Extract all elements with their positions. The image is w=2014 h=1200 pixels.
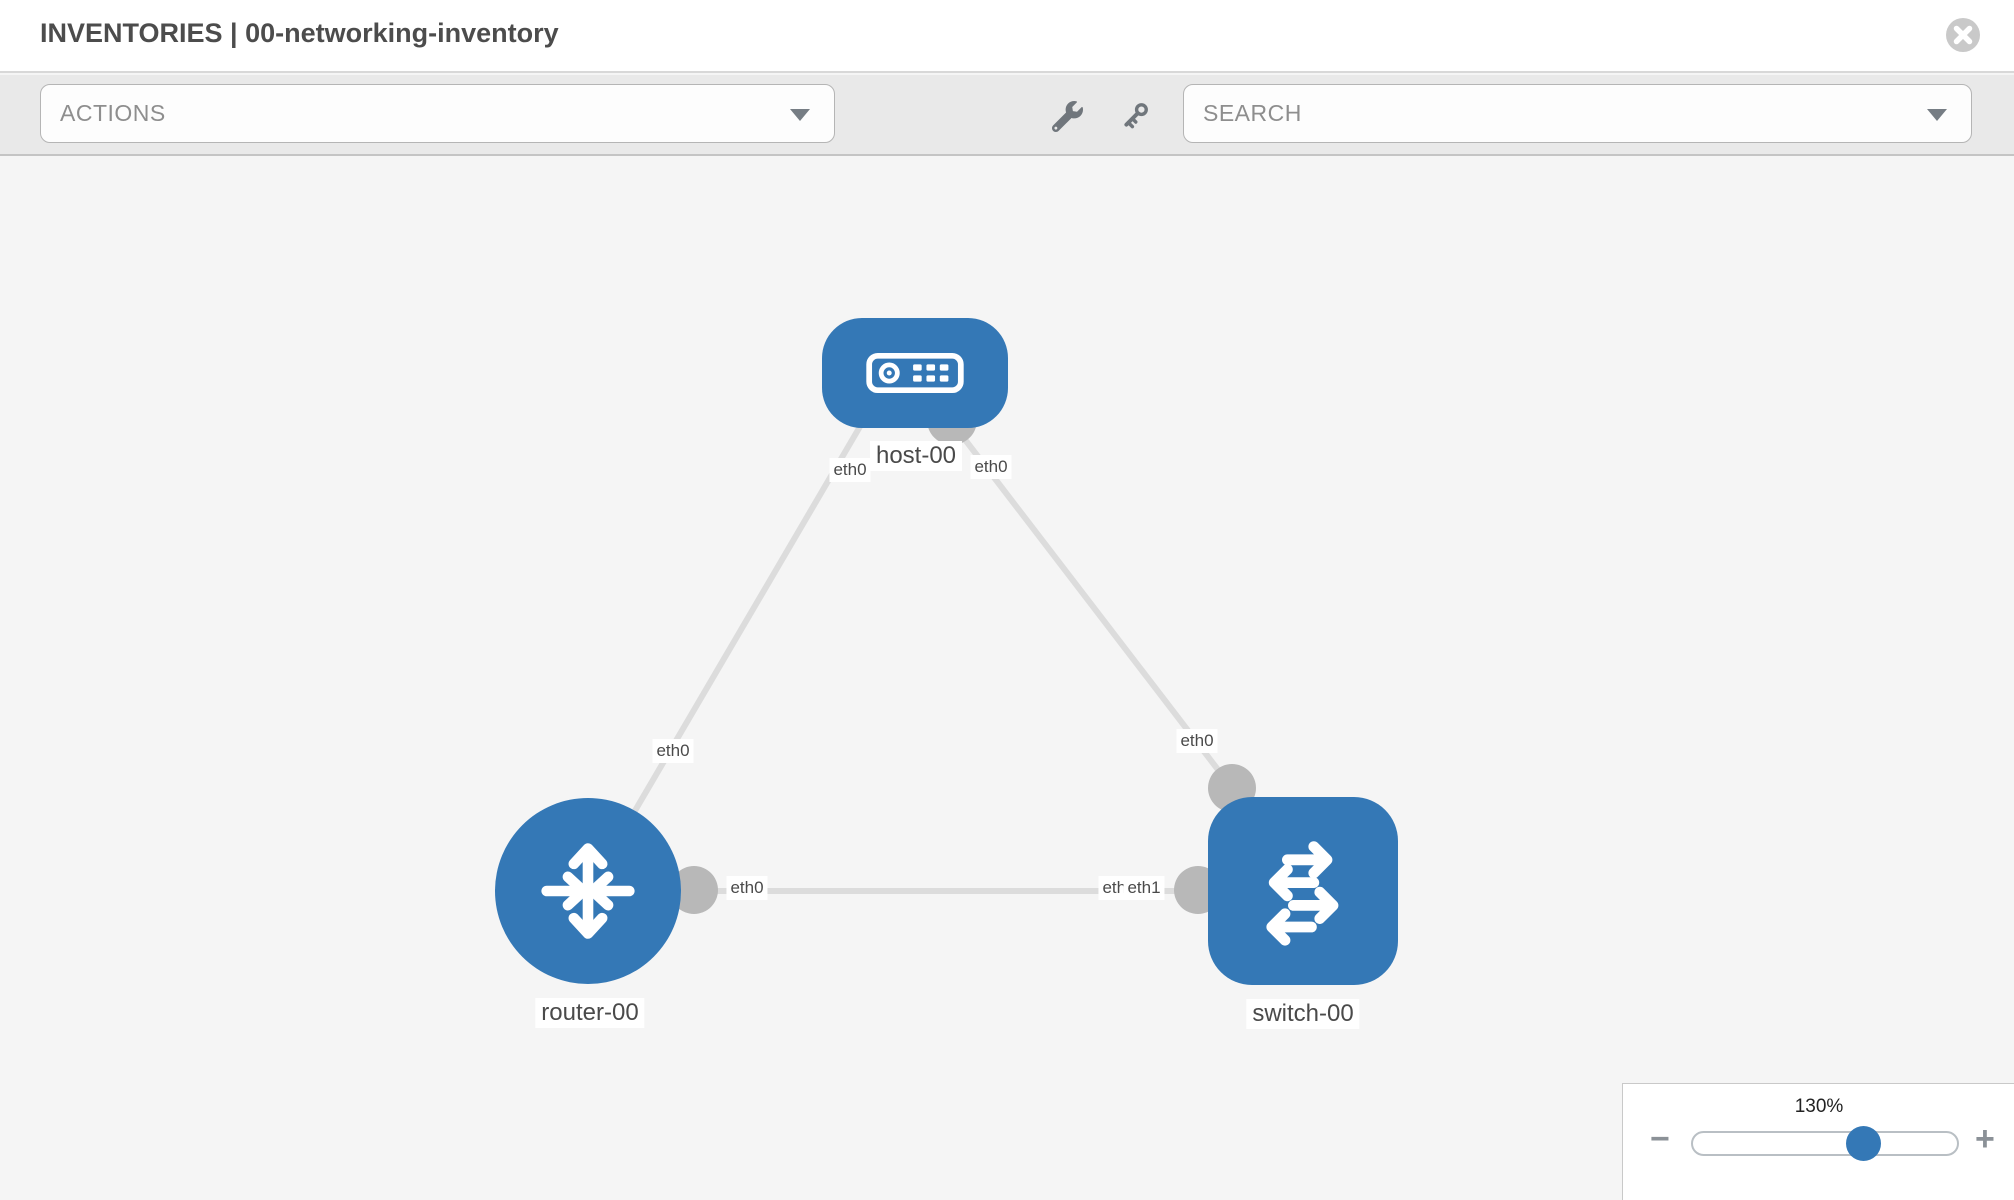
actions-dropdown-label: ACTIONS [60,100,166,126]
topology-canvas[interactable]: eth0 eth0 eth0 eth0 eth0 eth0 eth1 host-… [0,156,2014,1200]
search-dropdown[interactable]: SEARCH [1183,84,1972,143]
chevron-down-icon [1927,108,1947,121]
node-switch-00[interactable] [1208,797,1398,985]
interface-label-host-router: eth0 [652,739,694,763]
zoom-slider-handle[interactable] [1846,1126,1881,1161]
zoom-out-button[interactable]: − [1650,1120,1670,1158]
node-host-00[interactable] [822,318,1008,428]
interface-label-router-side: eth0 [726,876,768,900]
interface-label-host-right: eth0 [970,455,1012,479]
page-title: INVENTORIES | 00-networking-inventory [40,18,559,48]
chevron-down-icon [790,108,810,121]
host-icon [866,352,964,394]
switch-icon [1266,841,1339,946]
node-label-switch: switch-00 [1246,999,1360,1029]
zoom-level-readout: 130% [1794,1096,1844,1117]
interface-label-host-left: eth0 [829,458,871,482]
zoom-panel: 130% − + [1622,1083,2014,1200]
edge-host-switch [947,418,1235,790]
connection-dot-router [670,866,718,914]
node-label-host: host-00 [869,441,963,471]
close-button[interactable] [1944,16,1982,54]
key-icon [1124,103,1148,129]
node-label-router: router-00 [535,998,645,1028]
page-header: INVENTORIES | 00-networking-inventory [0,0,2014,73]
interface-label-switch-front: eth1 [1123,876,1165,900]
close-icon [1946,18,1980,52]
topology-edges-layer [585,395,1303,914]
node-router-00[interactable] [495,798,681,984]
adhoc-command-button[interactable] [1048,97,1086,135]
toolbar: ACTIONS SEARCH [0,75,2014,156]
wrench-icon [1051,100,1083,132]
search-placeholder: SEARCH [1203,100,1302,126]
interface-label-host-switch: eth0 [1176,729,1218,753]
credentials-button[interactable] [1116,97,1154,135]
router-icon [541,843,635,939]
zoom-in-button[interactable]: + [1975,1120,1995,1158]
actions-dropdown[interactable]: ACTIONS [40,84,835,143]
zoom-slider-track[interactable] [1691,1131,1959,1156]
